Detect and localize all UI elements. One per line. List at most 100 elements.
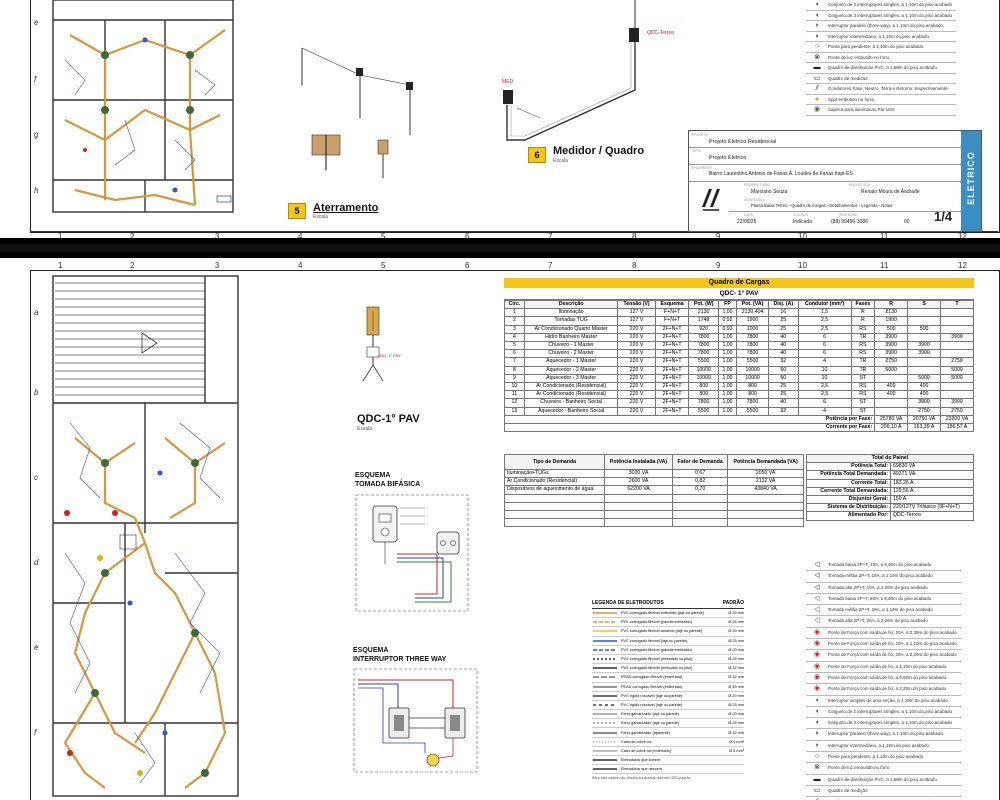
conduit-legend-item: PEAD corrugado flexível (enterrado)Ø 40 … bbox=[592, 683, 744, 692]
floor-plan-terreo bbox=[52, 0, 234, 213]
conduit-description: PVC corrugado flexível (embutido no piso… bbox=[621, 657, 693, 662]
legend-item: ◁Tomada alta 2P+T, 20A, a 2,20m do piso … bbox=[806, 616, 961, 628]
table-cell: Aquecedor - 3 Master bbox=[523, 373, 619, 384]
conduit-description: Ferro galvanizado (laje ou parede) bbox=[621, 721, 680, 726]
legend-text: Tomada média 2P+T, 20A, a 1,10m do piso … bbox=[828, 607, 933, 613]
panel-label: Corrente Total: bbox=[806, 478, 891, 488]
table-cell: 7800 bbox=[688, 398, 719, 408]
table-cell: 1,00 bbox=[717, 406, 738, 416]
table-cell: 10 bbox=[797, 373, 852, 384]
table-cell: 7800 bbox=[736, 349, 770, 359]
conduit-diameter: Ø 25 mm bbox=[728, 620, 744, 625]
legend-item: ◁Tomada baixa 2P+T, 10A, a 0,30m do piso… bbox=[806, 560, 961, 572]
legend-symbol-icon: ◉ bbox=[813, 673, 821, 681]
legend-text: Conjunto de 2 interruptores simples, a 1… bbox=[828, 708, 953, 714]
col-number: 4 bbox=[298, 232, 303, 238]
switch-symbol-icon: ◖ bbox=[814, 11, 820, 19]
conduit-description: Eletrodutos que descem bbox=[621, 767, 662, 772]
table-cell: 220 V bbox=[617, 324, 656, 334]
table-cell: R bbox=[850, 316, 876, 326]
table-cell: 1,00 bbox=[717, 373, 738, 384]
conduit-description: Cabo de cobre nu bbox=[621, 739, 652, 744]
totals-label: Potência por Fase: bbox=[503, 414, 876, 425]
meter-scale-label: Escala bbox=[553, 158, 569, 164]
table-cell: TR bbox=[850, 365, 876, 375]
table-cell: 1748 bbox=[688, 316, 719, 326]
table-cell: 400 bbox=[907, 382, 941, 392]
conduit-diameter: Ø 25 mm bbox=[728, 721, 744, 726]
conduit-description: PVC rígido roscável (laje ou parede) bbox=[621, 693, 683, 698]
conduit-legend-item: Cabo de cobre nu (enterrado)Ø 6 mm² bbox=[592, 747, 744, 756]
table-cell bbox=[939, 390, 975, 400]
table-cell: 2F+N+T bbox=[654, 332, 690, 343]
table-cell: Ar Condicionado Quarto Master bbox=[523, 324, 619, 334]
sheet-number: 1/4 bbox=[934, 209, 953, 224]
table-cell: 7800 bbox=[736, 341, 770, 351]
legend-symbol-icon: ◖ bbox=[814, 696, 820, 704]
table-cell bbox=[939, 382, 975, 392]
table-cell: F+N+T bbox=[654, 308, 690, 318]
legend-text: Ponto de luz embutido no forro bbox=[828, 765, 890, 771]
table-cell: 50 bbox=[768, 373, 799, 384]
field-label: TELEFONE bbox=[839, 213, 858, 217]
table-cell: 2F+N+T bbox=[654, 341, 690, 351]
conduit-diameter: Ø 32 mm bbox=[728, 666, 744, 671]
table-cell: 10000 bbox=[736, 365, 770, 375]
legend-symbol-icon: ◁ bbox=[814, 617, 820, 625]
conduit-legend-item: Ferro galvanizado (laje ou parede)Ø 20 m… bbox=[592, 710, 744, 720]
panel-label: Potência Total: bbox=[806, 462, 891, 472]
totals-value: 186,57 A bbox=[939, 423, 975, 433]
threeway-scheme-drawing bbox=[353, 668, 478, 773]
table-cell: 2750 bbox=[939, 357, 975, 367]
qdc-1pav-title: QDC-1° PAV bbox=[357, 413, 420, 425]
table-cell: 2130 bbox=[688, 308, 719, 318]
legend-item: ◉Ponto de Força com saída de fio, a 2,20… bbox=[806, 684, 961, 696]
legend-symbol-icon: ◗ bbox=[814, 741, 820, 749]
table-cell: 2,5 bbox=[797, 390, 852, 400]
conduit-line-icon bbox=[593, 676, 617, 679]
table-cell: 2F+N+T bbox=[654, 390, 690, 400]
contact-phone: (88) 99496-3086 bbox=[831, 219, 868, 225]
legend-symbol-icon: ○ bbox=[814, 753, 820, 761]
table-cell: 10000 bbox=[688, 373, 719, 384]
col-number: 1 bbox=[58, 232, 63, 238]
conduit-legend-item: PVC rígido roscável (laje ou parede)Ø 25… bbox=[592, 701, 744, 711]
legend-item: ◖Conjunto de 2 interruptores simples, a … bbox=[806, 0, 956, 11]
table-cell: ST bbox=[850, 398, 876, 408]
table-cell: 1,00 bbox=[717, 398, 738, 408]
load-schedule-title: Quadro de Cargas bbox=[504, 278, 974, 288]
conduit-diameter: Ø 32 mm bbox=[728, 730, 744, 735]
table-cell: 3030 VA bbox=[603, 468, 674, 479]
table-cell: TR bbox=[850, 357, 876, 367]
legend-symbol-icon: ⊗ bbox=[814, 764, 820, 772]
table-cell: 2750 bbox=[907, 406, 941, 416]
discipline-tab: ELETRICO bbox=[961, 131, 981, 231]
table-cell: 2050 VA bbox=[727, 468, 804, 479]
table-cell: 62200 VA bbox=[603, 485, 674, 495]
panel-totals-title: Total do Painel bbox=[806, 453, 974, 464]
conduit-legend-item: PVC corrugado flexível (embutido no piso… bbox=[592, 664, 744, 674]
table-cell: 50 bbox=[768, 365, 799, 375]
conduit-line-icon bbox=[593, 768, 617, 771]
symbol-legend-top: ◖Conjunto de 2 interruptores simples, a … bbox=[806, 0, 956, 116]
col-number: 3 bbox=[215, 232, 220, 238]
table-cell: 5000 bbox=[939, 373, 975, 384]
table-cell: 2,5 bbox=[797, 324, 852, 334]
legend-text: Tomada baixa 2P+T, 10A, a 0,30m do piso … bbox=[828, 562, 932, 567]
table-cell: Aquecedor - 2 Master bbox=[523, 365, 619, 375]
table-cell: 800 bbox=[688, 390, 719, 400]
table-cell: 5 bbox=[504, 341, 525, 351]
table-cell: 2F+N+T bbox=[654, 398, 690, 408]
legend-item: ○Ponto para pendente, a 1,10m do piso ac… bbox=[806, 752, 961, 764]
legend-symbol-icon: ◉ bbox=[813, 685, 821, 693]
table-cell: 1900 bbox=[874, 316, 909, 326]
table-cell: 220 V bbox=[617, 341, 656, 351]
column-header: Fases bbox=[850, 299, 876, 310]
col-number: 9 bbox=[716, 232, 721, 238]
conduit-line-icon bbox=[593, 740, 617, 743]
row-letter: h bbox=[34, 186, 39, 195]
